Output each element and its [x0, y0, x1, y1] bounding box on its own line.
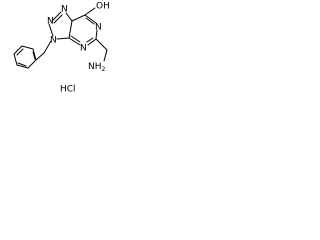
ch2-n-bond — [103, 49, 108, 62]
bond — [32, 48, 37, 61]
atom-n-top: N — [47, 17, 54, 27]
bond — [51, 11, 62, 22]
bond — [68, 20, 73, 39]
benzyl-ch2-bond — [35, 52, 45, 61]
bond — [95, 29, 98, 40]
bond — [48, 23, 54, 37]
atom-nh2-subscript: 2 — [102, 66, 106, 73]
atom-n-mid: N — [61, 5, 68, 15]
chemical-structure-canvas: N N N N N OH NH2 HCl — [0, 0, 139, 106]
bond — [71, 14, 86, 22]
bond — [84, 14, 97, 24]
triazole-ring — [48, 11, 73, 40]
c-ch2-bond — [95, 38, 108, 51]
bond — [27, 59, 37, 69]
atom-nh2-main: NH — [88, 62, 102, 72]
bond — [13, 45, 23, 55]
molecule-structure: N N N N N OH NH2 HCl — [13, 2, 110, 95]
c-oh-bond — [84, 7, 96, 16]
bond — [65, 12, 73, 22]
bond — [87, 38, 97, 46]
bond — [53, 14, 63, 24]
atom-n-low: N — [80, 44, 87, 54]
benzene-ring — [13, 45, 37, 69]
salt-label: HCl — [60, 85, 76, 95]
bond — [70, 35, 81, 43]
bond — [86, 37, 94, 43]
atom-oh: OH — [96, 2, 110, 12]
bond — [68, 37, 81, 46]
bond — [32, 51, 36, 60]
atom-n-ring: N — [50, 36, 57, 46]
bond — [16, 48, 24, 56]
bond — [13, 53, 18, 66]
pyrimidine-ring — [68, 14, 98, 46]
bond — [21, 45, 34, 50]
atom-nh2: NH2 — [88, 62, 106, 73]
bond — [85, 17, 95, 25]
bond — [16, 64, 29, 69]
bond — [17, 62, 27, 67]
atom-n-right: N — [95, 23, 102, 33]
bond — [56, 37, 70, 40]
benzyl-n-bond — [43, 40, 52, 54]
